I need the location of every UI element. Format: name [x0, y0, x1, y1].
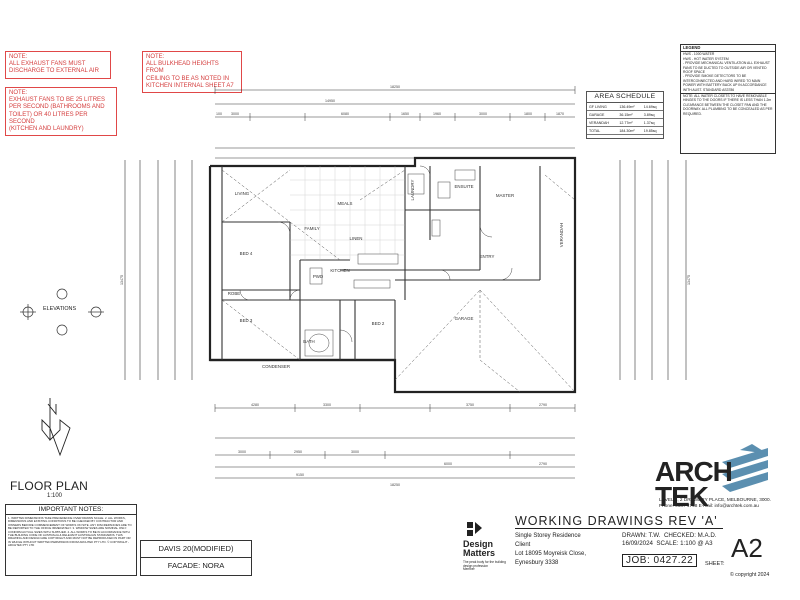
project-info: Single Storey Residence Client Lot 18095…	[515, 532, 586, 568]
dim-bottom-overall: 18250	[390, 483, 400, 487]
design-matters-name: Design Matters	[463, 539, 496, 558]
important-notes: IMPORTANT NOTES: 1. WRITTEN DIMENSIONS T…	[5, 504, 137, 576]
room-ensuite: ENSUITE	[454, 184, 473, 189]
dim-top-overall: 18250	[390, 85, 400, 89]
room-linen: LINEN	[350, 236, 363, 241]
job-number: JOB: 0427.22	[622, 554, 698, 567]
area-schedule-title: AREA SCHEDULE	[587, 92, 663, 103]
dim-bottom-second: 9150	[296, 473, 304, 477]
house-name-box: DAVIS 20(MODIFIED) FACADE: NORA	[140, 540, 252, 576]
legend-item: - PROVIDE SMOKE DETECTORS TO BE INTERCON…	[683, 74, 767, 92]
dim-left-overall: 13475	[120, 275, 124, 285]
important-notes-body: 1. WRITTEN DIMENSIONS TAKE PRECEDENCE OV…	[8, 516, 132, 548]
legend-box: LEGEND HWS - 1000 WATER HWS - HOT WATER …	[680, 44, 776, 154]
dim-top-2: 3000	[231, 112, 239, 116]
dim-top-1: 100	[216, 112, 222, 116]
dim-bottom-third-5: 2790	[539, 462, 547, 466]
legend-item: HWS - 1000 WATER	[683, 52, 715, 57]
company-contact: Phone: 9687 4748 E-mail: info@archtek.co…	[659, 503, 759, 509]
note-exhaust-litres: NOTE: EXHAUST FANS TO BE 25 LITRES PER S…	[5, 87, 117, 137]
elevation-marker-icon	[20, 288, 104, 336]
drawn-by: DRAWN: T.W.	[622, 532, 661, 539]
design-matters-logo-icon	[467, 522, 482, 536]
room-living: LIVING	[235, 191, 250, 196]
room-bed2: BED 2	[372, 321, 385, 326]
room-laundry: LAUNDRY	[410, 179, 415, 200]
room-meals: MEALS	[338, 201, 353, 206]
north-arrow-icon	[41, 398, 71, 457]
drawing-date: 16/09/2024	[622, 539, 653, 547]
dim-top-6: 1650	[401, 112, 409, 116]
room-garage: GARAGE	[455, 316, 474, 321]
room-pwd: PWD	[313, 274, 323, 279]
dim-bottom-3: 3750	[466, 403, 474, 407]
sheet-label: SHEET:	[705, 561, 725, 567]
room-verandah: VERANDAH	[559, 223, 564, 247]
dim-bottom-1: 4280	[251, 403, 259, 407]
room-bed4: BED 4	[240, 251, 253, 256]
dim-top-4: 6080	[341, 112, 349, 116]
company-address: LEVEL 1, 2 DREWERY PLACE, MELBOURNE, 300…	[659, 497, 771, 510]
legend-title: LEGEND	[681, 45, 775, 53]
dim-top-second: 14950	[325, 99, 335, 103]
dim-bottom-third-3: 3000	[351, 450, 359, 454]
design-matters-tag: The peak body for the building design pr…	[463, 560, 506, 572]
company-logo: ARCH TEK	[655, 456, 733, 512]
room-bath: BATH	[303, 339, 314, 344]
dim-top-8: 1960	[433, 112, 441, 116]
suburb: Eynesbury 3338	[515, 560, 559, 566]
dim-right-overall: 13475	[687, 275, 691, 285]
dim-top-12: 1800	[524, 112, 532, 116]
dim-bottom-third-4: 6000	[444, 462, 452, 466]
elevations-label: ELEVATIONS	[43, 306, 77, 312]
floor-plan-scale: 1:100	[47, 493, 63, 499]
drawing-scale: SCALE: 1:100 @ A3	[656, 539, 713, 547]
project-type: Single Storey Residence	[515, 533, 581, 539]
dim-top-10: 3000	[479, 112, 487, 116]
drawing-info: DRAWN: T.W. CHECKED: M.A.D. 16/09/2024 S…	[622, 532, 717, 547]
lot-address: Lot 18095 Moyreisk Close,	[515, 551, 587, 557]
legend-item: - PROVIDE MECHANICAL VENTILATION ALL EXH…	[683, 61, 770, 75]
dim-bottom-third-1: 3000	[238, 450, 246, 454]
working-drawings-heading: WORKING DRAWINGS REV 'A'	[515, 514, 718, 528]
note-exhaust-discharge: NOTE: ALL EXHAUST FANS MUST DISCHARGE TO…	[5, 51, 111, 79]
dim-bottom-third-2: 2950	[294, 450, 302, 454]
important-notes-title: IMPORTANT NOTES:	[6, 505, 136, 515]
legend-item: HWS - HOT WATER SYSTEM	[683, 56, 729, 61]
room-family: FAMILY	[304, 226, 319, 231]
room-robe: ROBE	[228, 291, 241, 296]
copyright: © copyright 2024	[730, 572, 770, 578]
dim-top-13: 1870	[556, 112, 564, 116]
archtek-logo-icon	[722, 444, 768, 492]
company-street: LEVEL 1, 2 DREWERY PLACE, MELBOURNE, 300…	[659, 497, 771, 502]
house-name: DAVIS 20(MODIFIED)	[141, 541, 251, 558]
dim-bottom-2: 3300	[323, 403, 331, 407]
room-entry: ENTRY	[480, 254, 495, 259]
condenser-label: CONDENSER	[262, 364, 290, 369]
room-bed3: BED 3	[240, 318, 253, 323]
checked-by: CHECKED: M.A.D.	[663, 532, 717, 539]
client-label: Client	[515, 542, 531, 548]
heading-divider	[515, 528, 723, 529]
note-bulkhead: NOTE: ALL BULKHEAD HEIGHTS FROM CEILING …	[142, 51, 242, 94]
room-master: MASTER	[496, 193, 514, 198]
dim-bottom-4: 2790	[539, 403, 547, 407]
legend-item: NOTE: ALL WATER CLOSETS TO HAVE REMOVABL…	[681, 93, 775, 116]
sheet-number: A2	[731, 533, 763, 563]
room-kitchen: KITCHEN	[330, 268, 349, 273]
floor-plan-title: FLOOR PLAN	[10, 479, 89, 493]
facade-name: FACADE: NORA	[167, 561, 225, 570]
